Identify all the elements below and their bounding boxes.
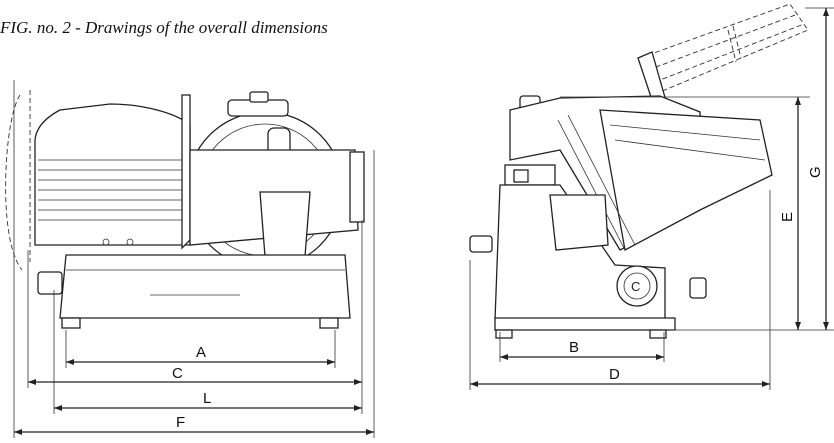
side-dimension-lines xyxy=(469,7,834,390)
front-dimension-labels: A C L F xyxy=(172,344,211,431)
dimension-label-b: B xyxy=(569,339,579,356)
front-view-slicer xyxy=(5,90,365,329)
dimension-label-g: G xyxy=(807,166,824,178)
dimension-label-l: L xyxy=(203,390,211,407)
dimension-label-a: A xyxy=(196,344,206,361)
dimension-label-c: C xyxy=(172,365,183,382)
side-view-slicer: C xyxy=(469,3,809,339)
dimension-label-f: F xyxy=(176,414,185,431)
dimension-label-e: E xyxy=(779,212,796,222)
figure-caption: FIG. no. 2 - Drawings of the overall dim… xyxy=(0,18,328,37)
dimension-label-d: D xyxy=(609,366,620,383)
side-dimension-labels: B D E G xyxy=(569,166,824,383)
svg-text:C: C xyxy=(631,279,640,294)
front-dimension-lines xyxy=(13,80,375,438)
